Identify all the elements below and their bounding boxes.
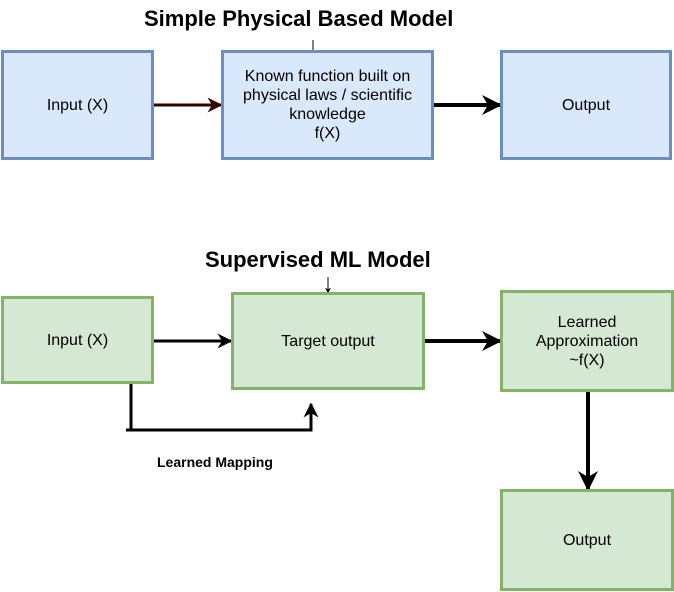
bottom-approx-label: Learned Approximation ~f(X) <box>535 313 639 369</box>
bottom-title: Supervised ML Model <box>205 247 431 272</box>
top-output-label: Output <box>561 96 611 114</box>
top-input-label: Input (X) <box>46 96 109 114</box>
top-output-box: Output <box>500 50 672 160</box>
top-function-box: Known function built on physical laws / … <box>221 50 434 160</box>
bottom-output-label: Output <box>562 531 612 549</box>
top-title: Simple Physical Based Model <box>144 6 454 31</box>
bottom-input-box: Input (X) <box>1 296 154 384</box>
arrow-learned-mapping <box>129 381 319 432</box>
bottom-input-label: Input (X) <box>46 331 109 349</box>
bottom-target-box: Target output <box>231 292 425 390</box>
bottom-output-box: Output <box>500 489 674 591</box>
bottom-target-label: Target output <box>281 332 375 350</box>
top-input-box: Input (X) <box>1 50 154 160</box>
learned-mapping-label: Learned Mapping <box>157 454 273 470</box>
bottom-approx-box: Learned Approximation ~f(X) <box>500 290 674 392</box>
top-function-label: Known function built on physical laws / … <box>243 68 412 142</box>
